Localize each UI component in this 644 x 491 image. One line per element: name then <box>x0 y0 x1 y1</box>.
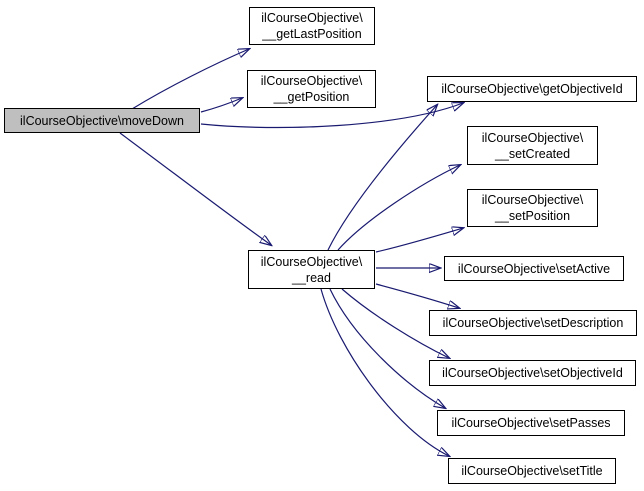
edge-read-to-setobjectiveid <box>341 288 449 358</box>
node-read[interactable]: ilCourseObjective\ __read <box>248 250 375 289</box>
node-getlastposition[interactable]: ilCourseObjective\ __getLastPosition <box>249 7 375 45</box>
node-getobjectiveid[interactable]: ilCourseObjective\getObjectiveId <box>427 76 637 102</box>
node-label: ilCourseObjective\setDescription <box>442 316 624 330</box>
node-label: ilCourseObjective\getObjectiveId <box>441 82 623 96</box>
node-setobjectiveid[interactable]: ilCourseObjective\setObjectiveId <box>429 360 636 386</box>
node-setcreated[interactable]: ilCourseObjective\ __setCreated <box>467 126 598 165</box>
edge-read-to-setcreated <box>337 165 460 251</box>
edge-read-to-settitle <box>320 288 449 456</box>
node-label: ilCourseObjective\setActive <box>457 261 611 276</box>
node-label: __getPosition <box>273 90 350 104</box>
node-label: __getLastPosition <box>262 27 362 41</box>
node-label: __read <box>292 270 331 285</box>
node-label: ilCourseObjective\setObjectiveId <box>442 366 623 380</box>
node-label: ilCourseObjective\ <box>481 130 584 145</box>
node-label: __setPosition <box>494 209 571 223</box>
node-label: ilCourseObjective\ <box>261 11 363 25</box>
node-settitle[interactable]: ilCourseObjective\setTitle <box>448 458 616 484</box>
node-movedown: ilCourseObjective\moveDown <box>4 108 200 133</box>
edge-movedown-to-getlastposition <box>131 49 249 110</box>
edge-read-to-setposition <box>375 228 463 253</box>
node-label: ilCourseObjective\setTitle <box>461 464 603 478</box>
edge-movedown-to-read <box>119 132 271 245</box>
node-getposition[interactable]: ilCourseObjective\ __getPosition <box>247 70 376 108</box>
node-setposition[interactable]: ilCourseObjective\ __setPosition <box>467 189 598 227</box>
node-label: ilCourseObjective\ <box>260 74 363 88</box>
node-setdescription[interactable]: ilCourseObjective\setDescription <box>429 310 637 336</box>
node-label: ilCourseObjective\ <box>481 193 584 207</box>
node-label: ilCourseObjective\setPasses <box>451 416 611 430</box>
node-label: __setCreated <box>494 146 571 161</box>
edge-read-to-setdescription <box>375 283 459 308</box>
edge-movedown-to-getposition <box>200 98 242 113</box>
edge-read-to-getobjectiveid <box>327 105 437 251</box>
edge-read-to-setpasses <box>329 288 445 408</box>
node-setactive[interactable]: ilCourseObjective\setActive <box>444 256 624 281</box>
node-label: ilCourseObjective\moveDown <box>20 113 184 128</box>
node-label: ilCourseObjective\ <box>260 254 363 269</box>
node-setpasses[interactable]: ilCourseObjective\setPasses <box>437 410 625 436</box>
